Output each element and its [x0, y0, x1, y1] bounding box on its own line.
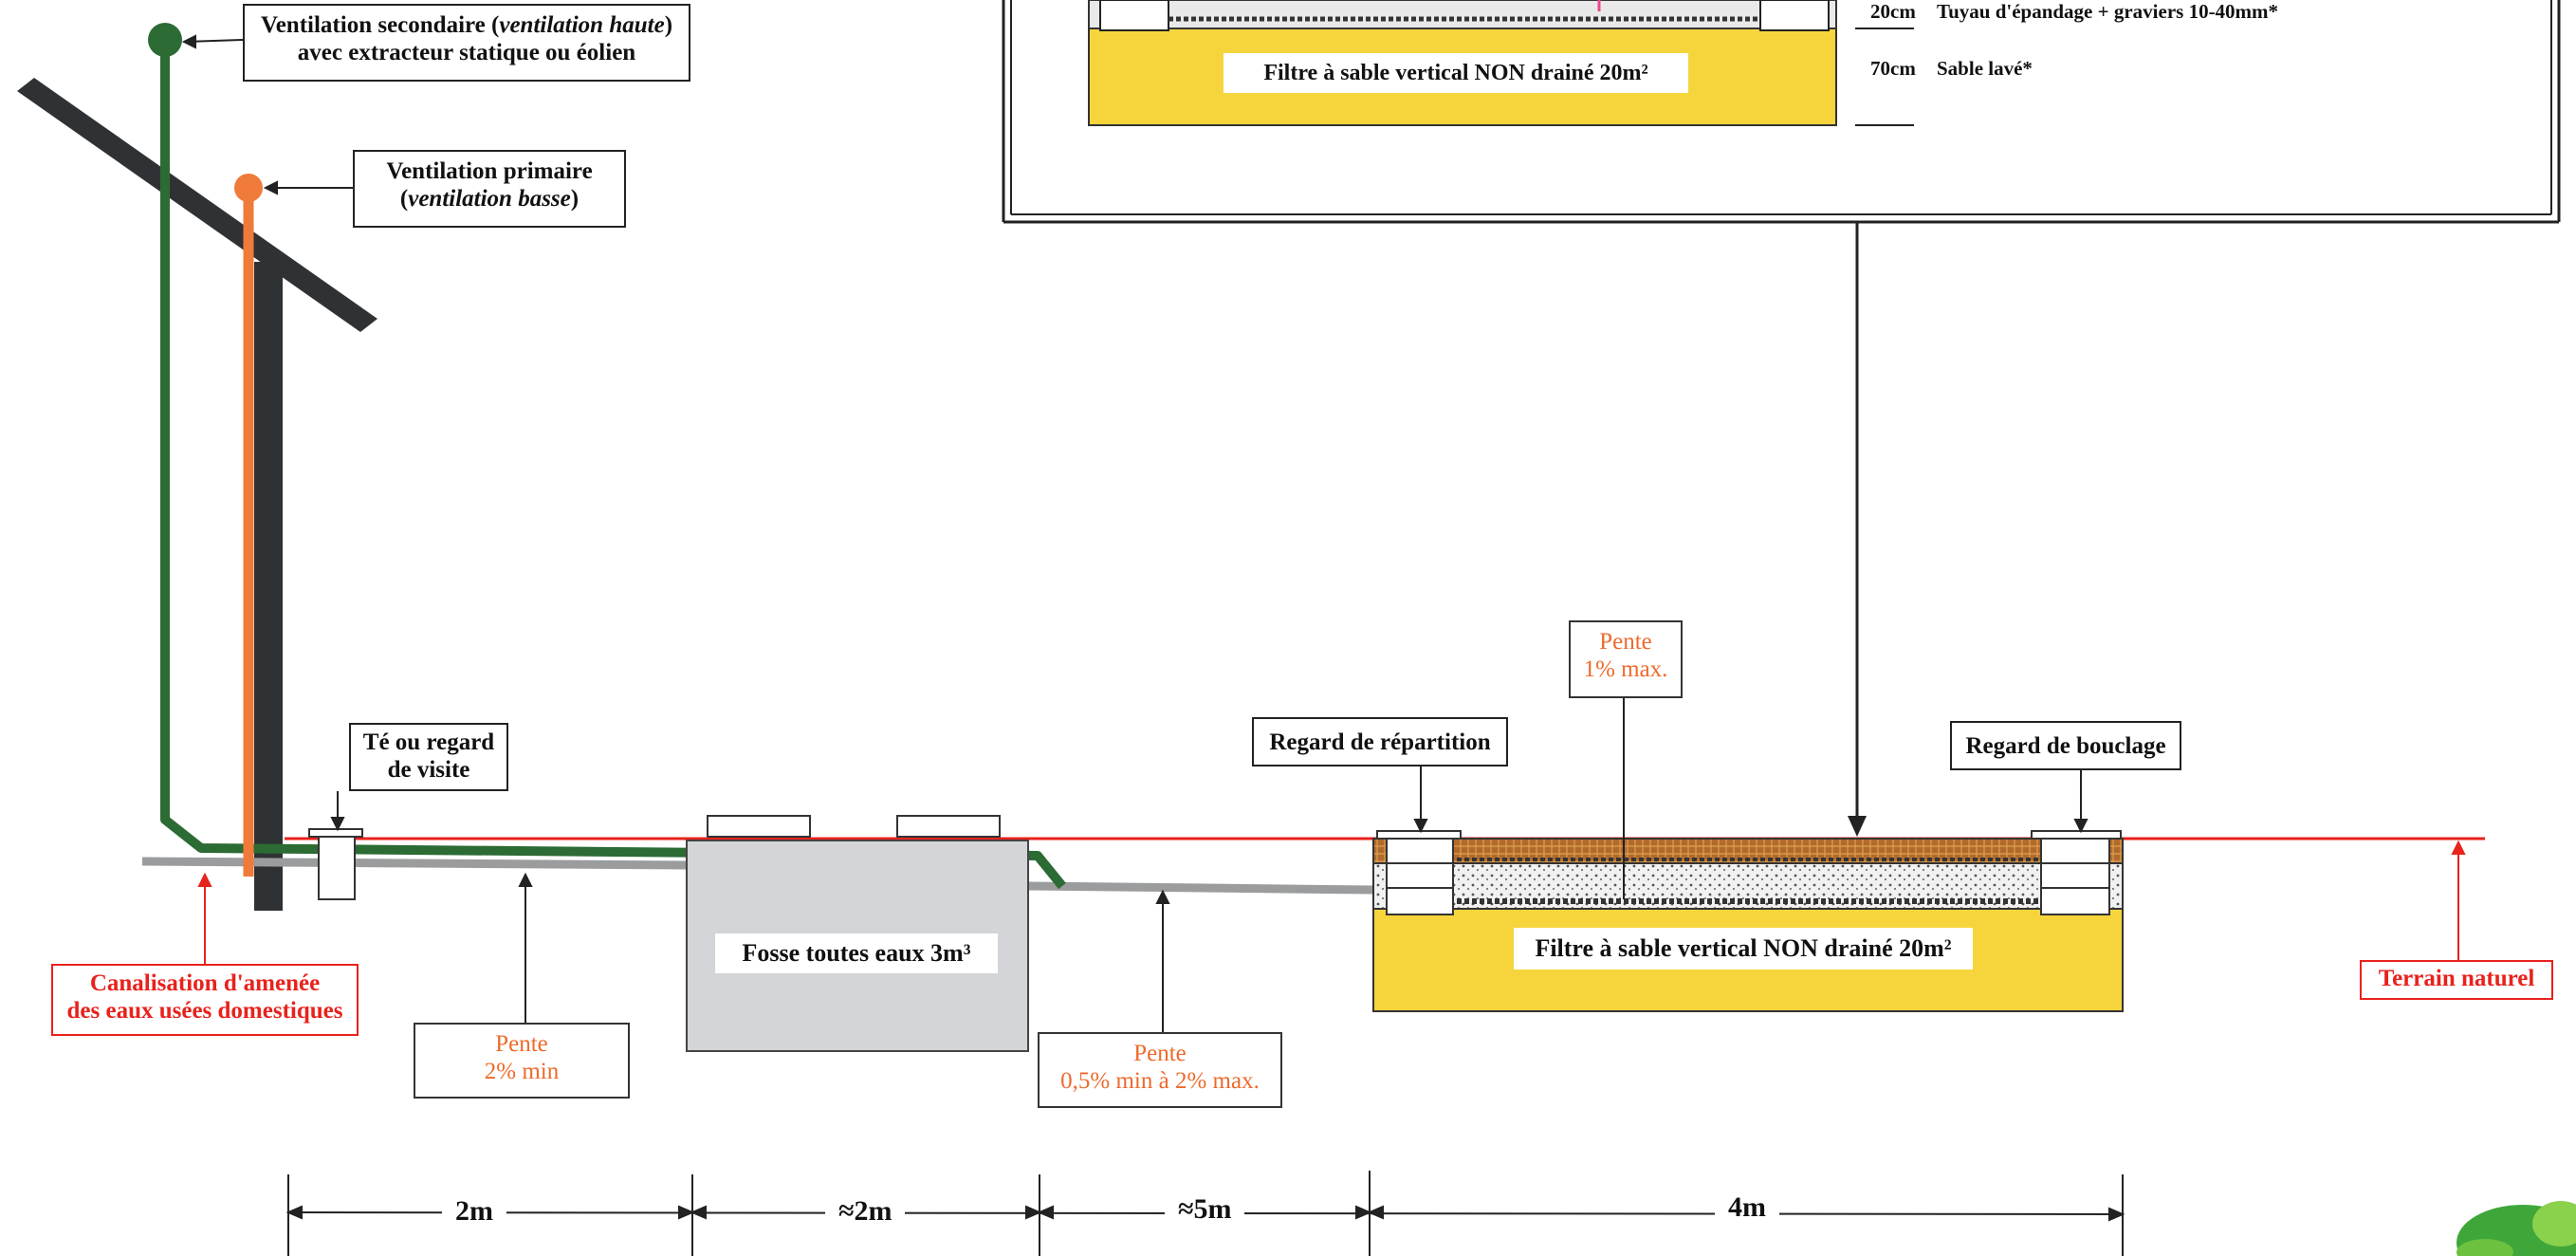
dimension-4m: 4m — [1715, 1191, 1779, 1224]
label-filtre: Filtre à sable vertical NON drainé 20m² — [1514, 928, 1973, 970]
label-terrain-naturel: Terrain naturel — [2360, 960, 2553, 1000]
label-pente-2pct: Pente 2% min — [414, 1023, 630, 1099]
inset-pointer-arrow — [1848, 222, 1867, 837]
label-secondary-ventilation: Ventilation secondaire (ventilation haut… — [243, 4, 690, 82]
inset-legend-lines — [1855, 28, 1914, 126]
inset-filter — [1088, 0, 1837, 126]
label-regard-bouclage: Regard de bouclage — [1950, 721, 2181, 770]
inset-label-filtre: Filtre à sable vertical NON drainé 20m² — [1224, 53, 1688, 93]
dimension-approx-2m: ≈2m — [825, 1195, 906, 1228]
label-regard-repartition: Regard de répartition — [1252, 717, 1508, 767]
inset-depth-1: 20cm — [1870, 0, 1916, 23]
inset-depth-2: 70cm — [1870, 57, 1916, 80]
dimension-approx-5m: ≈5m — [1165, 1193, 1245, 1226]
inspection-tee — [308, 828, 363, 900]
inset-text-2: Sable lavé* — [1937, 57, 2033, 80]
label-te-regard: Té ou regard de visite — [349, 723, 508, 791]
inset-text-1: Tuyau d'épandage + graviers 10-40mm* — [1937, 0, 2279, 23]
label-pente-1pct: Pente 1% max. — [1569, 620, 1683, 698]
label-canalisation: Canalisation d'amenée des eaux usées dom… — [51, 964, 359, 1036]
secondary-ventilation-pipe — [160, 38, 1066, 890]
dimension-2m: 2m — [442, 1195, 506, 1228]
primary-vent-cap — [234, 174, 263, 202]
label-fosse: Fosse toutes eaux 3m³ — [715, 933, 998, 973]
plant-decoration — [2456, 1201, 2576, 1256]
red-leader-lines — [197, 840, 2466, 964]
secondary-vent-cap — [148, 23, 182, 57]
sand-filter — [1372, 830, 2124, 1012]
house-roof — [17, 78, 377, 911]
label-primary-ventilation: Ventilation primaire (ventilation basse) — [353, 150, 626, 228]
leader-lines — [181, 34, 2088, 1032]
inset-frame — [1002, 0, 2561, 224]
label-pente-05-2pct: Pente 0,5% min à 2% max. — [1038, 1032, 1282, 1108]
supply-pipe — [141, 857, 1374, 895]
